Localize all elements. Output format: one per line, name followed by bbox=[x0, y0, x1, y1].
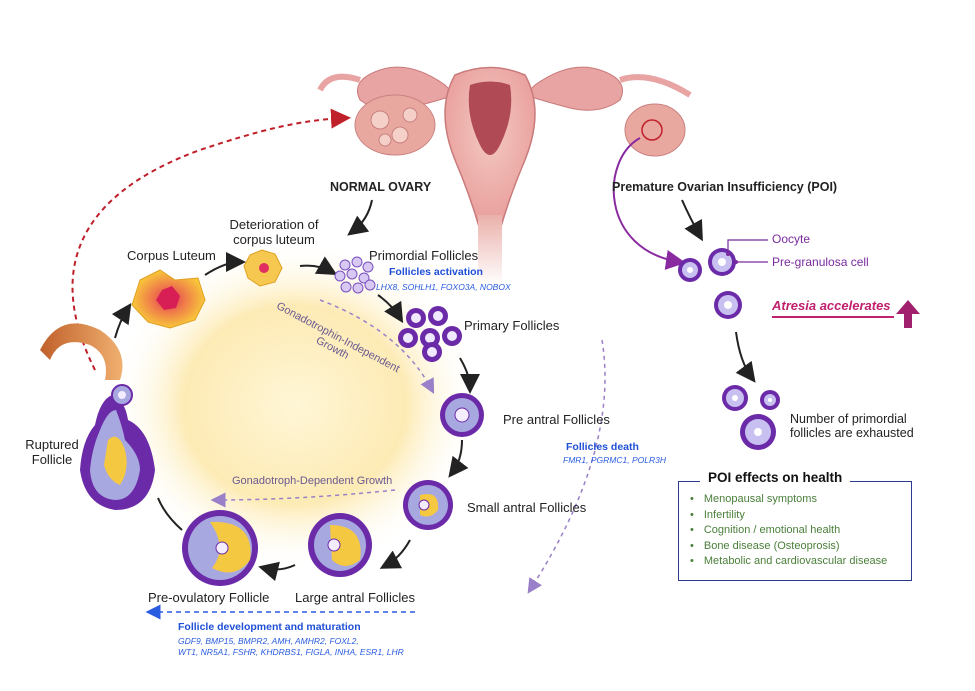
effect-item: Bone disease (Osteoprosis) bbox=[690, 539, 887, 555]
ruptured-follicle-label: Ruptured Follicle bbox=[25, 437, 79, 467]
atresia-up-arrow bbox=[896, 300, 920, 328]
pre-granulosa-label: Pre-granulosa cell bbox=[772, 255, 869, 269]
independent-growth-arrow bbox=[319, 299, 435, 394]
ovulation-dashed-arrow bbox=[71, 108, 351, 371]
large-antral-label: Large antral Follicles bbox=[295, 590, 415, 605]
death-genes: FMR1, PGRMC1, POLR3H bbox=[563, 455, 666, 465]
primordial-follicles-label: Primordial Follicles bbox=[369, 248, 479, 263]
pre-antral-follicle bbox=[440, 393, 484, 437]
atresia-label: Atresia accelerates bbox=[772, 298, 891, 313]
poi-arrow bbox=[612, 137, 686, 270]
oocyte-pointer bbox=[727, 239, 768, 254]
follicles-death-arrow bbox=[527, 339, 606, 594]
poi-exhaustion-arrow bbox=[735, 331, 756, 383]
poi-effects-title: POI effects on health bbox=[700, 470, 851, 485]
pre-ovulatory-follicle bbox=[182, 510, 258, 586]
poi-follicles bbox=[678, 248, 780, 450]
poi-effects-list: Menopausal symptoms Infertility Cognitio… bbox=[690, 492, 887, 570]
small-antral-follicle bbox=[403, 480, 453, 530]
fallopian-tube bbox=[40, 323, 123, 380]
poi-down-arrow bbox=[681, 199, 703, 242]
pre-ovulatory-label: Pre-ovulatory Follicle bbox=[148, 590, 270, 605]
primary-follicles-label: Primary Follicles bbox=[464, 318, 560, 333]
oocyte-label: Oocyte bbox=[772, 232, 811, 246]
uterus-illustration bbox=[317, 66, 692, 285]
development-title: Follicle development and maturation bbox=[178, 621, 361, 633]
development-genes-line2: WT1, NR5A1, FSHR, KHDRBS1, FIGLA, INHA, … bbox=[178, 647, 404, 657]
primary-follicles bbox=[398, 306, 462, 362]
cycle-arrows bbox=[111, 252, 480, 582]
small-antral-label: Small antral Follicles bbox=[467, 500, 587, 515]
normal-ovary-arrow bbox=[347, 199, 373, 236]
activation-genes: LHX8, SOHLH1, FOXO3A, NOBOX bbox=[376, 282, 511, 292]
deterioration-label: Deterioration of corpus luteum bbox=[229, 217, 319, 247]
effect-item: Infertility bbox=[690, 508, 887, 524]
death-title: Follicles death bbox=[566, 441, 639, 453]
effect-item: Metabolic and cardiovascular disease bbox=[690, 554, 887, 570]
primordial-follicles bbox=[334, 256, 376, 294]
development-genes-line1: GDF9, BMP15, BMPR2, AMH, AMHR2, FOXL2, bbox=[178, 636, 359, 646]
normal-ovary-label: NORMAL OVARY bbox=[330, 180, 432, 194]
exhausted-label: Number of primordial follicles are exhau… bbox=[790, 412, 914, 440]
ruptured-follicle bbox=[80, 384, 155, 510]
activation-title: Follicles activation bbox=[389, 266, 483, 278]
effect-item: Cognition / emotional health bbox=[690, 523, 887, 539]
dependent-growth-label: Gonadotroph-Dependent Growth bbox=[232, 475, 393, 487]
pre-antral-label: Pre antral Follicles bbox=[503, 412, 610, 427]
large-antral-follicle bbox=[308, 513, 372, 577]
atresia-underline bbox=[772, 316, 894, 318]
poi-label: Premature Ovarian Insufficiency (POI) bbox=[612, 180, 838, 194]
corpus-luteum-label: Corpus Luteum bbox=[127, 248, 216, 263]
effect-item: Menopausal symptoms bbox=[690, 492, 887, 508]
